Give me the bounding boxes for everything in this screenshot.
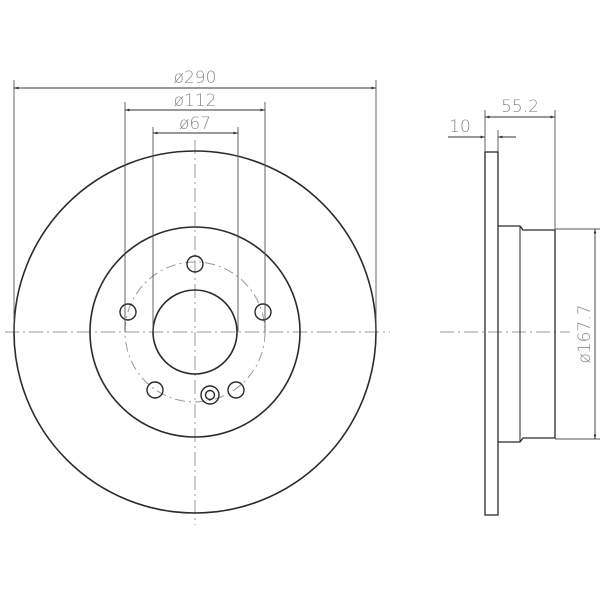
bolt-hole-icon	[146, 381, 164, 399]
dimension-lines	[14, 86, 376, 135]
bolt-hole-icon	[227, 381, 245, 399]
hat-profile	[498, 225, 556, 443]
side-view: 55.2 10 ø167.7	[440, 97, 600, 516]
overall-height-label: 55.2	[501, 97, 539, 117]
center-lines	[5, 140, 390, 525]
hub-ring	[89, 226, 301, 438]
front-view: ø290 ø112 ø67	[5, 68, 390, 525]
bolt-holes	[119, 255, 272, 399]
bore-diameter-label: ø67	[179, 114, 211, 134]
bolt-hole-icon	[254, 303, 272, 321]
hub-diameter-label: ø112	[174, 91, 217, 111]
bolt-hole-icon	[186, 255, 204, 273]
extension-lines	[13, 80, 377, 332]
locating-hole	[200, 385, 220, 405]
side-extension-lines	[484, 110, 600, 440]
bolt-hole-icon	[119, 303, 137, 321]
disc-plate-profile	[484, 151, 499, 516]
hat-diameter-label: ø167.7	[575, 304, 595, 363]
side-dimension-lines	[448, 115, 597, 439]
outer-diameter-label: ø290	[174, 68, 217, 88]
thickness-label: 10	[449, 117, 471, 137]
